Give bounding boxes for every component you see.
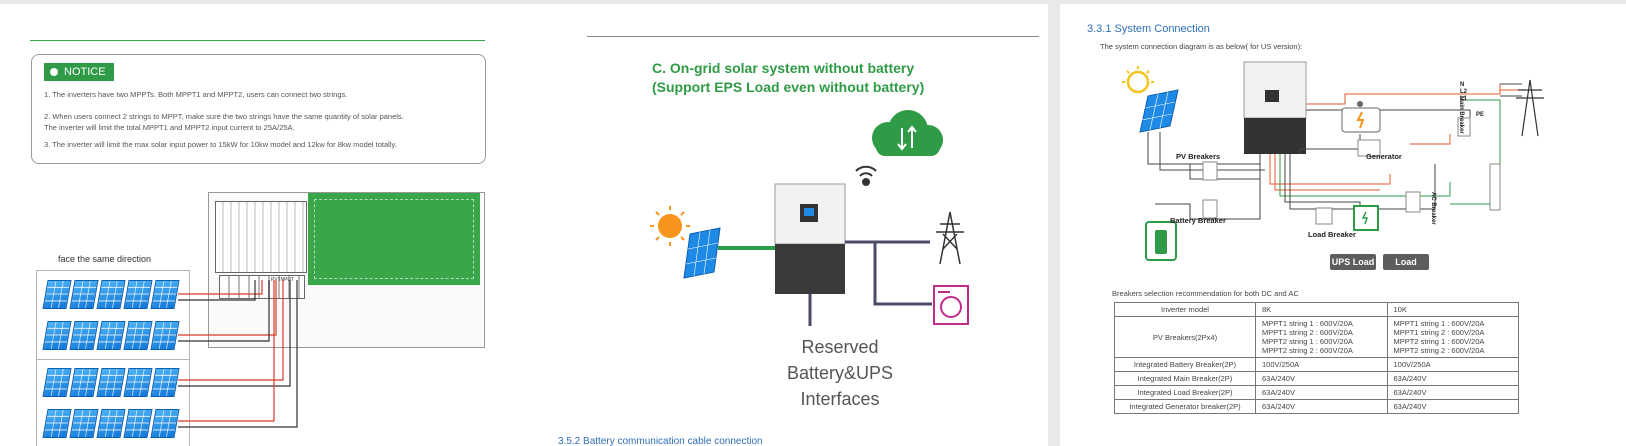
table-cell: MPPT1 string 1 : 600V/20A MPPT1 string 2… — [1386, 316, 1519, 358]
table-cell: 63A/240V — [1255, 399, 1388, 414]
panel-caption: face the same direction — [58, 254, 152, 264]
notice-item: 2. When users connect 2 strings to MPPT,… — [44, 112, 404, 121]
reserved-text: Reserved — [801, 337, 879, 357]
table-cell: Integrated Load Breaker(2P) — [1114, 385, 1256, 400]
power-tower-icon — [1516, 79, 1544, 137]
breaker-table: Inverter model 8K 10K PV Breakers(2Px4) … — [1114, 302, 1519, 414]
cell-line: MPPT1 string 2 : 600V/20A — [1393, 328, 1485, 337]
battery-breaker-label: Battery Breaker — [1170, 216, 1226, 225]
notice-item: 1. The inverters have two MPPTs. Both MP… — [44, 90, 348, 99]
table-row: Integrated Battery Breaker(2P) 100V/250A… — [1114, 357, 1519, 372]
system-connection-diagram — [1122, 61, 1544, 261]
table-caption: Breakers selection recommendation for bo… — [1112, 289, 1299, 298]
battery-icon — [1145, 221, 1177, 261]
table-cell: 100V/250A — [1386, 357, 1519, 372]
cell-line: MPPT2 string 2 : 600V/20A — [1393, 346, 1485, 355]
solar-panel-icon — [1139, 89, 1179, 133]
power-tower-icon — [936, 211, 964, 265]
on-grid-diagram — [650, 110, 969, 326]
table-cell: 63A/240V — [1386, 371, 1519, 386]
diagram-subtitle: (Support EPS Load even without battery) — [652, 79, 925, 95]
ups-load-tag: UPS Load — [1330, 254, 1376, 270]
cell-line: MPPT1 string 1 : 600V/20A — [1262, 319, 1353, 328]
notice-dot-icon — [50, 68, 58, 76]
cell-line: MPPT1 string 1 : 600V/20A — [1393, 319, 1485, 328]
solar-panel-icon — [683, 227, 721, 279]
load-tag: Load — [1383, 254, 1429, 270]
cell-line: MPPT2 string 1 : 600V/20A — [1393, 337, 1485, 346]
table-cell: Integrated Generator breaker(2P) — [1114, 399, 1256, 414]
table-cell: Integrated Main Breaker(2P) — [1114, 371, 1256, 386]
table-row: Integrated Load Breaker(2P) 63A/240V 63A… — [1114, 385, 1519, 400]
pv-string-wiring — [178, 280, 298, 428]
section-title: 3.3.1 System Connection — [1087, 23, 1210, 35]
table-row: Integrated Main Breaker(2P) 63A/240V 63A… — [1114, 371, 1519, 386]
notice-tag: NOTICE — [44, 63, 114, 81]
section-divider — [30, 40, 485, 41]
cell-line: MPPT2 string 2 : 600V/20A — [1262, 346, 1353, 355]
table-cell: 63A/240V — [1386, 385, 1519, 400]
table-cell: MPPT1 string 1 : 600V/20A MPPT1 string 2… — [1255, 316, 1388, 358]
pv-breakers-label: PV Breakers — [1176, 152, 1221, 161]
section-divider — [587, 36, 1039, 37]
inverter-icon — [774, 183, 846, 294]
generator-label: Generator — [1366, 152, 1402, 161]
ac-breaker-label: AC Breaker — [1430, 192, 1436, 225]
wifi-icon — [855, 165, 877, 186]
cell-line: MPPT1 string 2 : 600V/20A — [1262, 328, 1353, 337]
table-cell: Integrated Battery Breaker(2P) — [1114, 357, 1256, 372]
sun-icon — [650, 206, 690, 246]
cell-line: MPPT2 string 1 : 600V/20A — [1262, 337, 1353, 346]
table-header-cell: 10K — [1386, 302, 1519, 317]
manual-page-left: NOTICE 1. The inverters have two MPPTs. … — [0, 4, 1048, 446]
solar-panel-array — [36, 270, 190, 446]
notice-label: NOTICE — [64, 66, 106, 78]
load-breaker-label: Load Breaker — [1308, 230, 1356, 239]
manual-page-right: 3.3.1 System Connection The system conne… — [1060, 4, 1626, 446]
table-row: PV Breakers(2Px4) MPPT1 string 1 : 600V/… — [1114, 316, 1519, 358]
reserved-text: Battery&UPS — [786, 363, 894, 383]
ups-load-icon — [1353, 205, 1379, 231]
table-header-cell: 8K — [1255, 302, 1388, 317]
sun-icon — [1122, 66, 1154, 94]
notice-item: The inverter will limit the total MPPT1 … — [44, 123, 295, 132]
table-cell: 63A/240V — [1255, 371, 1388, 386]
notice-item: 3. The inverter will limit the max solar… — [44, 140, 397, 149]
table-cell: PV Breakers(2Px4) — [1114, 316, 1256, 358]
table-cell: 63A/240V — [1255, 385, 1388, 400]
table-cell: 100V/250A — [1255, 357, 1388, 372]
diagram-title: C. On-grid solar system without battery — [652, 60, 915, 76]
table-row: Integrated Generator breaker(2P) 63A/240… — [1114, 399, 1519, 414]
inverter-icon — [1243, 61, 1307, 154]
intro-text: The system connection diagram is as belo… — [1100, 42, 1303, 51]
notice-box: NOTICE 1. The inverters have two MPPTs. … — [31, 54, 486, 164]
highlight-area — [308, 193, 480, 285]
line-label-l1: L1 — [1460, 96, 1468, 102]
table-cell: 63A/240V — [1386, 399, 1519, 414]
line-label-pe: PE — [1476, 112, 1485, 118]
table-header-row: Inverter model 8K 10K — [1114, 302, 1519, 317]
line-label-n: N — [1460, 82, 1465, 88]
cloud-icon — [872, 110, 943, 156]
generator-icon — [1341, 101, 1381, 133]
next-section-heading: 3.5.2 Battery communication cable connec… — [558, 436, 763, 446]
washing-machine-icon — [933, 285, 969, 325]
table-header-cell: Inverter model — [1114, 302, 1256, 317]
line-label-l2: L2 — [1460, 89, 1468, 95]
reserved-text: Interfaces — [800, 389, 880, 409]
